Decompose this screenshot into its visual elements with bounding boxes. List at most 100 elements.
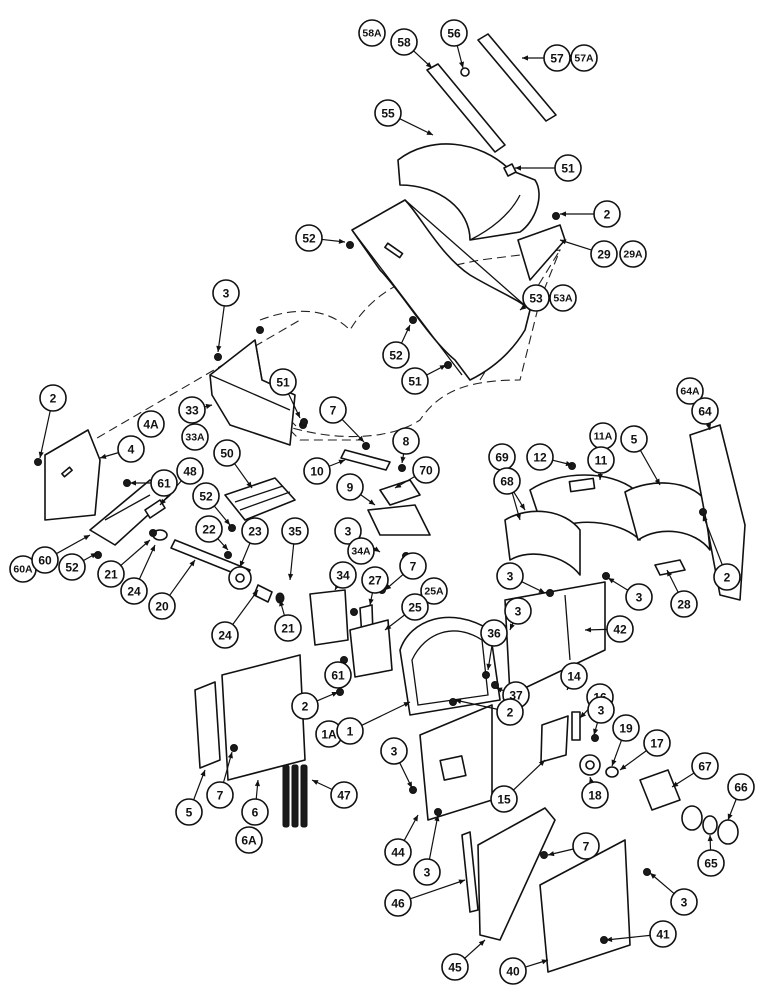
callout-circle xyxy=(713,563,741,591)
leader-arrow-52 xyxy=(90,553,97,559)
flange-66a xyxy=(681,805,703,831)
leader-arrow-52 xyxy=(224,518,230,525)
callout-19: 19 xyxy=(612,714,640,742)
callout-15: 15 xyxy=(490,785,518,813)
callout-circle xyxy=(329,561,357,589)
bar-10 xyxy=(340,449,391,471)
callout-51: 51 xyxy=(554,154,582,182)
callout-29: 29 xyxy=(590,240,618,268)
callout-number: 3 xyxy=(391,745,398,759)
leader-arrow-50 xyxy=(246,481,252,488)
callout-number: 48 xyxy=(183,465,197,479)
bundle-47 xyxy=(282,764,308,828)
callout-circle xyxy=(303,457,331,485)
callout-3: 3 xyxy=(413,858,441,886)
callout-circle xyxy=(382,341,410,369)
callout-circle xyxy=(691,397,719,425)
leader-arrow-53 xyxy=(520,304,527,310)
leader-line-5 xyxy=(639,450,661,486)
callout-number: 61 xyxy=(157,477,171,491)
leader-arrow-55 xyxy=(426,130,433,135)
callout-52: 52 xyxy=(58,553,86,581)
callout-number: 56 xyxy=(447,27,461,41)
callout-number: 25A xyxy=(424,586,444,598)
callout-circle xyxy=(117,435,145,463)
callout-circle xyxy=(670,590,698,618)
callout-47: 47 xyxy=(330,781,358,809)
callout-circle xyxy=(319,396,347,424)
callout-11a: 11A xyxy=(589,422,617,450)
callout-number: 24 xyxy=(127,585,141,599)
callout-18: 18 xyxy=(581,781,609,809)
callout-circle xyxy=(212,279,240,307)
callout-7: 7 xyxy=(572,832,600,860)
callout-number: 51 xyxy=(408,375,422,389)
callout-number: 53 xyxy=(529,292,543,306)
callout-number: 33 xyxy=(185,404,199,418)
callout-number: 44 xyxy=(391,846,405,860)
callout-52: 52 xyxy=(192,482,220,510)
collar-19 xyxy=(605,766,619,778)
parts-drawing xyxy=(34,33,746,973)
callout-circle xyxy=(554,154,582,182)
callout-number: 3 xyxy=(424,866,431,880)
callout-45: 45 xyxy=(441,953,469,981)
leader-arrow-8 xyxy=(400,456,406,463)
callout-circle xyxy=(358,19,386,47)
callout-8: 8 xyxy=(392,427,420,455)
leader-arrow-68 xyxy=(519,503,525,510)
leader-arrow-57 xyxy=(522,55,528,61)
callout-number: 27 xyxy=(368,574,382,588)
callout-41: 41 xyxy=(649,920,677,948)
callout-circle xyxy=(490,785,518,813)
callout-40: 40 xyxy=(499,957,527,985)
leader-arrow-48 xyxy=(160,498,166,505)
callout-67: 67 xyxy=(691,752,719,780)
callout-34a: 34A xyxy=(347,537,375,565)
callout-number: 15 xyxy=(497,793,511,807)
callout-number: 34 xyxy=(336,569,350,583)
callout-circle xyxy=(206,781,234,809)
plate-50 xyxy=(224,477,296,521)
callout-3: 3 xyxy=(504,597,532,625)
callout-number: 58 xyxy=(397,36,411,50)
callout-number: 3 xyxy=(345,525,352,539)
side-panel-1-inner xyxy=(411,630,489,706)
callout-circle xyxy=(504,597,532,625)
callout-circle xyxy=(241,517,269,545)
leader-arrow-5 xyxy=(654,478,660,485)
clip-28 xyxy=(654,559,686,576)
callout-circle xyxy=(137,410,165,438)
callout-circle xyxy=(413,858,441,886)
leader-arrow-29 xyxy=(560,239,567,245)
callout-number: 10 xyxy=(310,465,324,479)
leader-arrow-7 xyxy=(548,851,555,857)
bearing-18-inner xyxy=(585,760,595,770)
callout-circle xyxy=(58,553,86,581)
callout-number: 58A xyxy=(362,28,382,40)
callout-number: 65 xyxy=(704,857,718,871)
callout-circle xyxy=(334,517,362,545)
callout-circle xyxy=(295,224,323,252)
callout-number: 67 xyxy=(698,760,712,774)
callout-17: 17 xyxy=(643,729,671,757)
callout-number: 53A xyxy=(553,293,573,305)
callout-5: 5 xyxy=(620,425,648,453)
callout-46: 46 xyxy=(384,889,412,917)
callout-number: 25 xyxy=(408,601,422,615)
callout-number: 51 xyxy=(276,376,290,390)
leader-line-46 xyxy=(410,879,466,900)
callout-22: 22 xyxy=(195,515,223,543)
callout-35: 35 xyxy=(281,517,309,545)
callout-circle xyxy=(522,284,550,312)
strip-58 xyxy=(426,63,506,153)
leader-arrow-65 xyxy=(707,835,713,842)
callout-circle xyxy=(211,621,239,649)
callout-number: 17 xyxy=(650,737,664,751)
plate-50-ribs xyxy=(234,485,291,511)
callout-number: 64 xyxy=(698,405,712,419)
callout-circle xyxy=(496,562,524,590)
callout-circle xyxy=(587,446,615,474)
leader-arrow-7 xyxy=(385,584,392,590)
